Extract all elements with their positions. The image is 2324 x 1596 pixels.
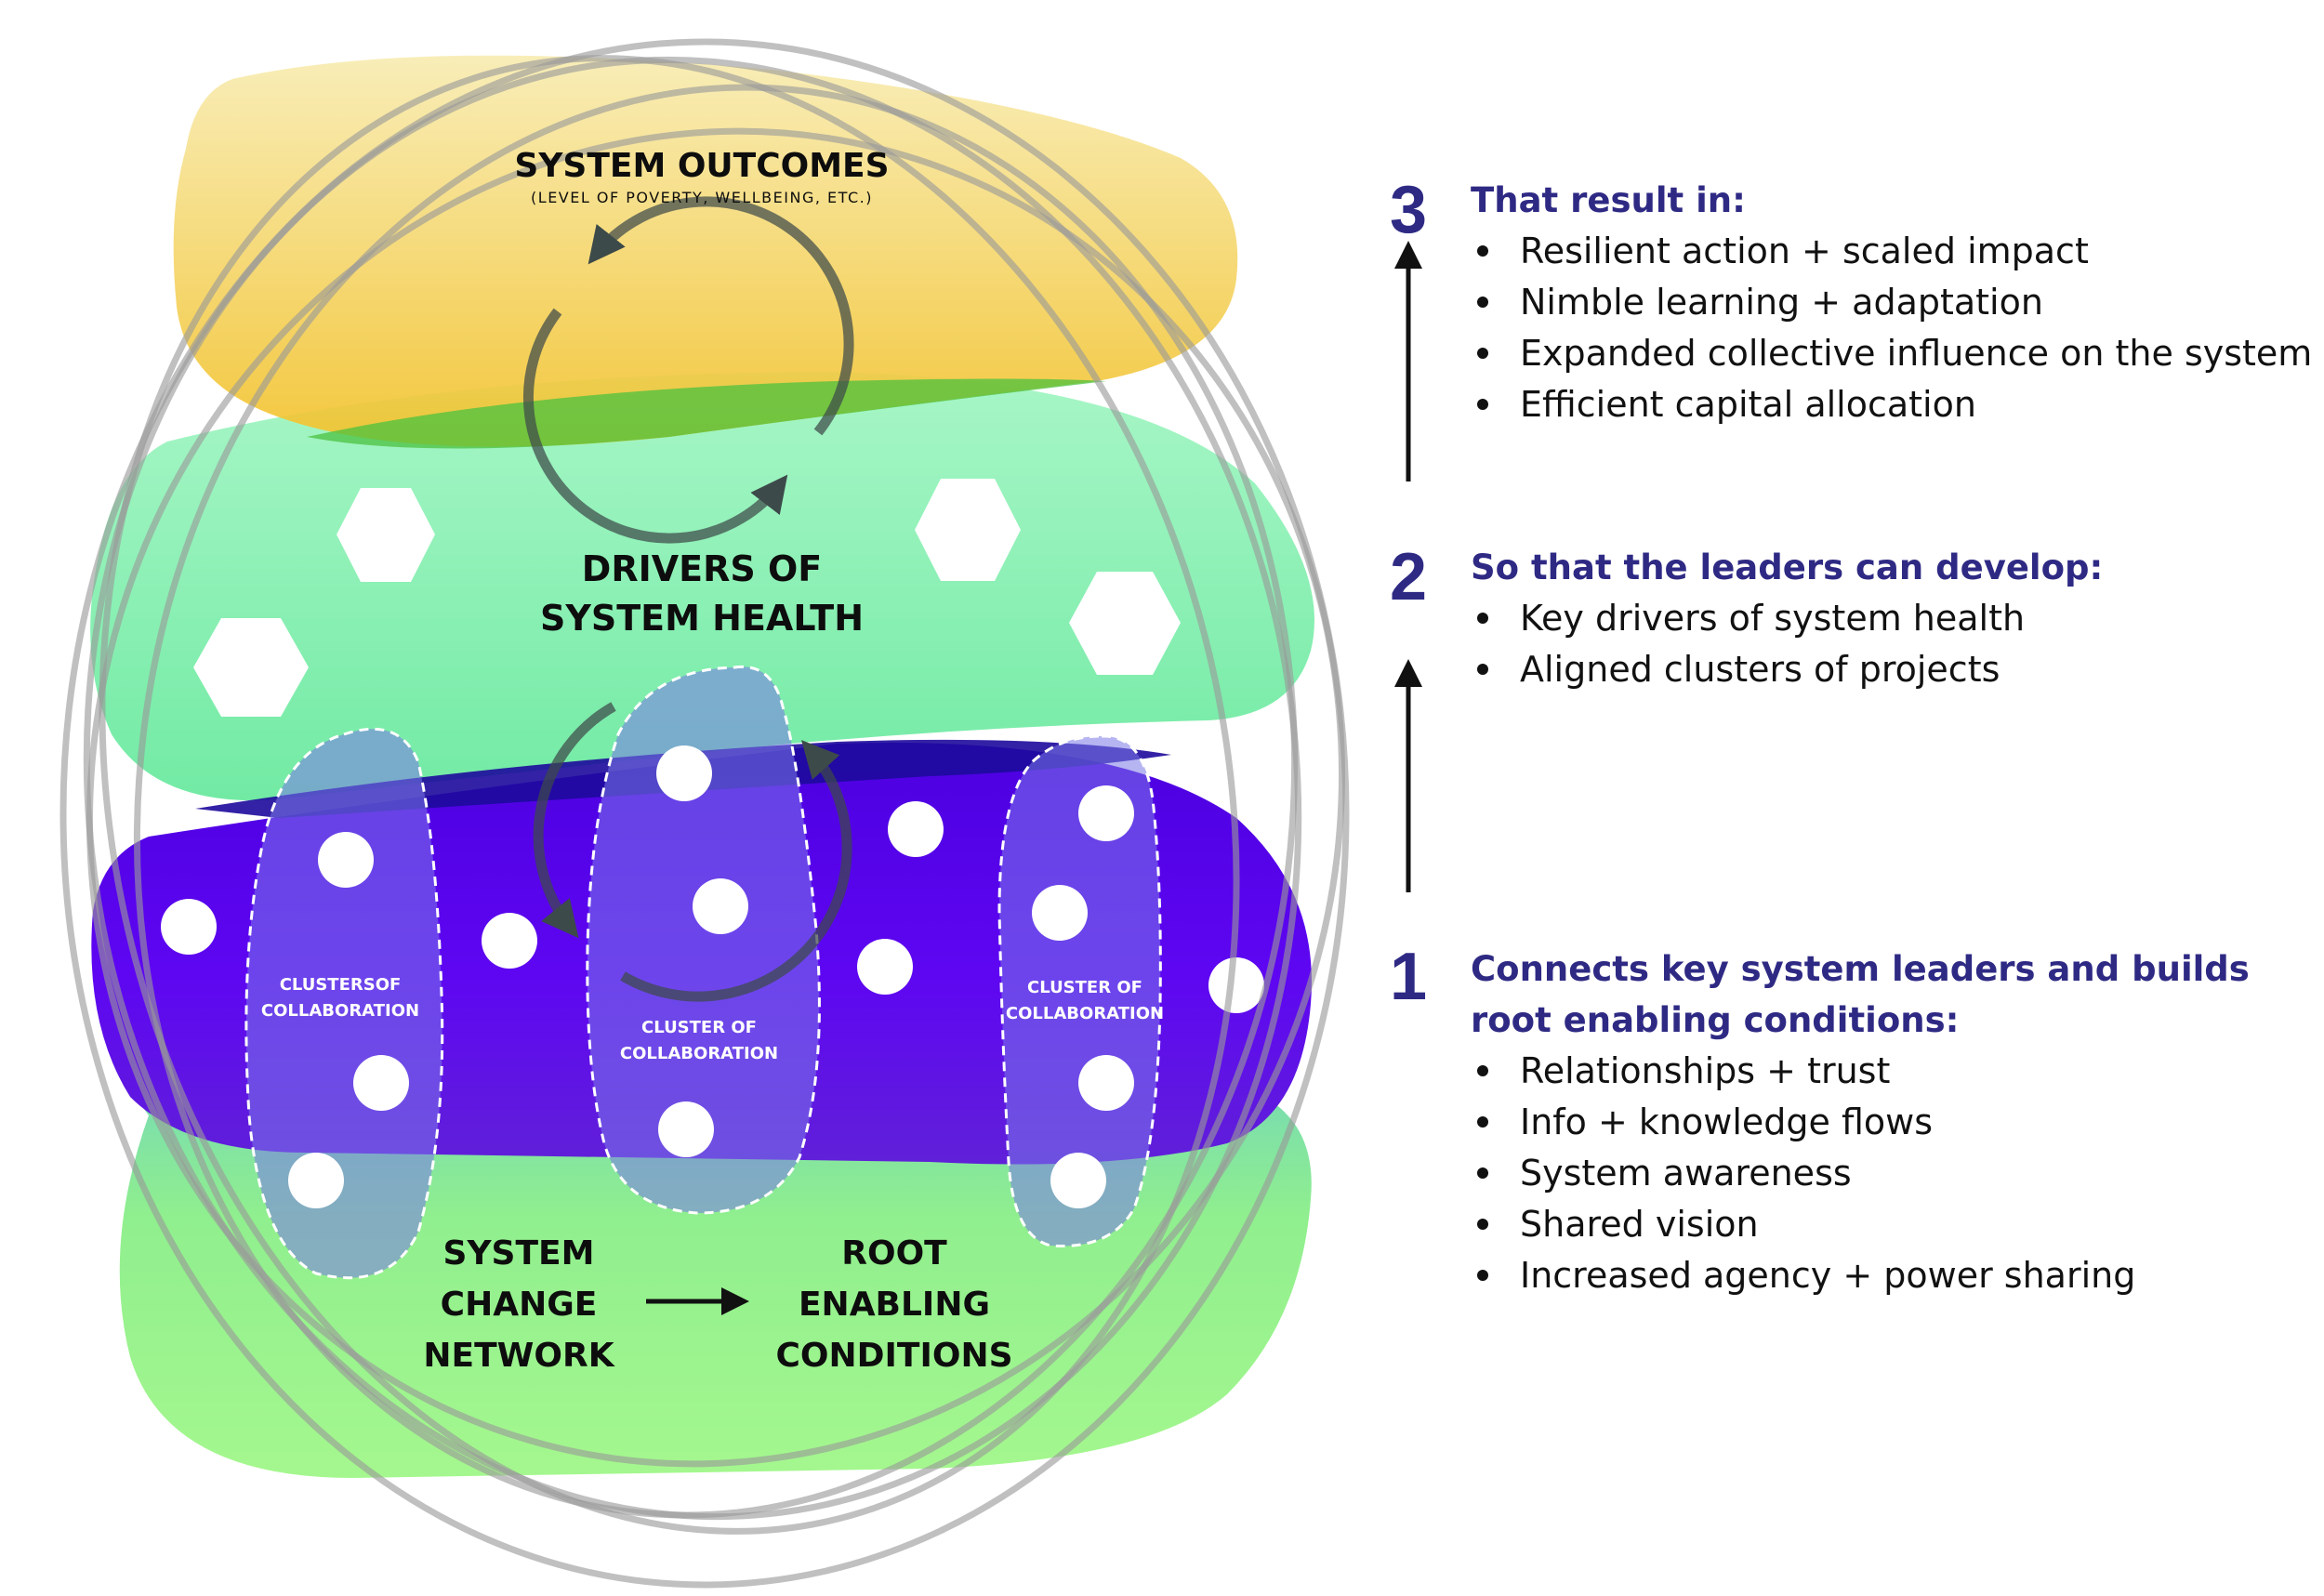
step-1-bullets: Relationships + trust Info + knowledge f… (1477, 1050, 2135, 1296)
network-nodes (161, 745, 1264, 1208)
step-2-number: 2 (1390, 540, 1427, 614)
bullet-dot (1477, 297, 1488, 308)
root-label-2: ENABLING (799, 1286, 990, 1324)
bullet-text: Key drivers of system health (1520, 598, 2025, 639)
cluster-left-shape (244, 727, 444, 1280)
outer-ring (99, 55, 1240, 1535)
cluster-mid-label-2: COLLABORATION (620, 1044, 778, 1063)
bullet-text: Aligned clusters of projects (1520, 649, 2000, 690)
bullet-text: Efficient capital allocation (1520, 384, 1976, 425)
bullet-text: Relationships + trust (1520, 1050, 1890, 1091)
bullet-text: Nimble learning + adaptation (1520, 282, 2043, 323)
hexagon-icon (337, 488, 435, 582)
bottom-loop-arrow (533, 702, 616, 939)
outer-ring (86, 127, 1345, 1468)
hexagon-icon (1069, 572, 1181, 675)
bullet-dot (1477, 1065, 1488, 1076)
top-loop-arrow (588, 196, 854, 436)
network-node (656, 745, 712, 801)
root-label-1: ROOT (841, 1234, 947, 1273)
step-3-number: 3 (1390, 173, 1427, 247)
bullet-dot (1477, 245, 1488, 257)
bottom-loop-arrow (620, 740, 852, 1002)
step-1-heading-line-1: Connects key system leaders and builds (1471, 949, 2250, 989)
cluster-right-shape (997, 734, 1162, 1247)
network-node (1208, 957, 1264, 1013)
cluster-left-label-2: COLLABORATION (261, 1001, 419, 1021)
bullet-dot (1477, 1167, 1488, 1179)
hexagon-icon (193, 618, 309, 717)
network-node (658, 1101, 714, 1157)
network-node (857, 939, 913, 995)
outer-ring (59, 38, 1350, 1589)
outer-ring (134, 84, 1298, 1519)
cluster-mid-label-1: CLUSTER OF (641, 1018, 757, 1037)
outcomes-subtitle: (LEVEL OF POVERTY, WELLBEING, ETC.) (531, 189, 873, 206)
network-node (318, 832, 374, 888)
root-label-3: CONDITIONS (775, 1337, 1012, 1375)
network-node (888, 801, 944, 857)
outcome-health-overlap (307, 378, 1106, 449)
bullet-dot (1477, 1270, 1488, 1281)
cluster-left-label-1: CLUSTERSOF (280, 975, 402, 995)
health-title-line-2: SYSTEM HEALTH (540, 598, 864, 639)
bullet-dot (1477, 348, 1488, 359)
health-title-line-1: DRIVERS OF (582, 548, 822, 589)
network-node (1078, 1055, 1134, 1111)
network-node (482, 913, 537, 969)
bullet-text: Resilient action + scaled impact (1520, 231, 2089, 271)
network-node (1078, 785, 1134, 841)
bullet-text: Increased agency + power sharing (1520, 1255, 2135, 1296)
step-1-heading-line-2: root enabling conditions: (1471, 1000, 1959, 1040)
network-node (288, 1153, 344, 1208)
bullet-text: System awareness (1520, 1153, 1852, 1194)
network-node (693, 878, 748, 934)
step-3-heading: That result in: (1471, 180, 1746, 220)
outcomes-title: SYSTEM OUTCOMES (514, 147, 889, 185)
cluster-right-label-2: COLLABORATION (1006, 1004, 1164, 1023)
hexagon-icon (915, 479, 1021, 581)
bullet-dot (1477, 399, 1488, 410)
bullet-dot (1477, 664, 1488, 675)
cluster-right-label-1: CLUSTER OF (1027, 978, 1142, 997)
step-3-bullets: Resilient action + scaled impact Nimble … (1477, 231, 2312, 425)
bullet-text: Shared vision (1520, 1204, 1759, 1245)
network-label-2: CHANGE (441, 1286, 598, 1324)
loop-arrows (522, 196, 854, 1002)
rings (59, 38, 1350, 1589)
bullet-dot (1477, 1116, 1488, 1128)
network-node (1050, 1153, 1106, 1208)
hexagon-group (193, 479, 1181, 717)
step-1-number: 1 (1390, 940, 1427, 1014)
cluster-mid-shape (586, 665, 821, 1215)
network-node (161, 899, 217, 955)
health-layer (90, 372, 1315, 801)
bullet-dot (1477, 613, 1488, 624)
bullet-dot (1477, 1219, 1488, 1230)
network-node (353, 1055, 409, 1111)
network-label-1: SYSTEM (443, 1234, 595, 1273)
bullet-text: Info + knowledge flows (1520, 1101, 1933, 1142)
step-2-heading: So that the leaders can develop: (1471, 547, 2103, 587)
top-loop-arrow (522, 308, 788, 544)
bullet-text: Expanded collective influence on the sys… (1520, 333, 2312, 374)
network-node (1032, 885, 1088, 941)
network-label-3: NETWORK (423, 1337, 614, 1375)
step-2-bullets: Key drivers of system health Aligned clu… (1477, 598, 2025, 690)
